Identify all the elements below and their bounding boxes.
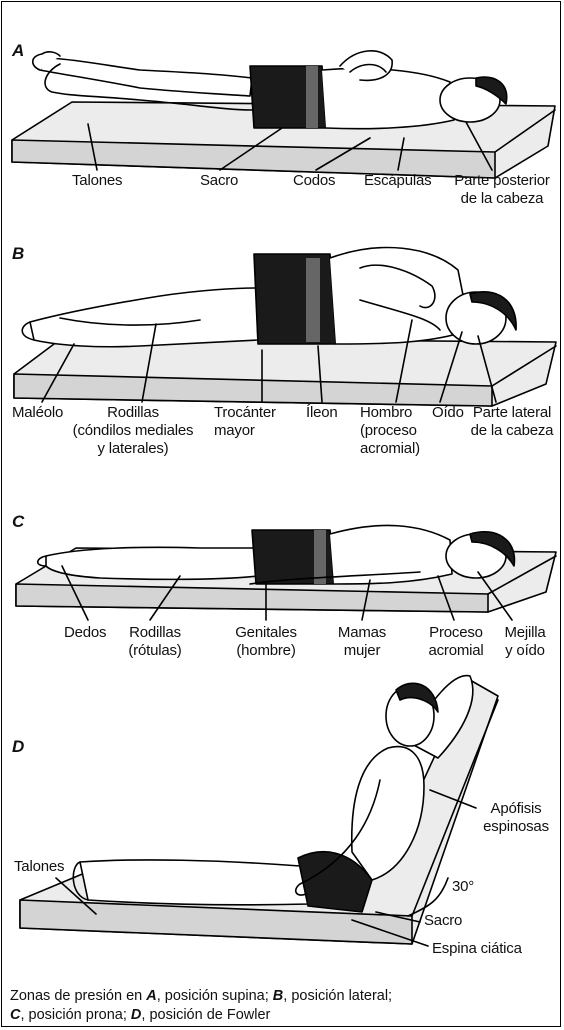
label-d-apofisis-1: Apófisis xyxy=(474,800,558,818)
figure-caption: Zonas de presión en A, posición supina; … xyxy=(10,987,550,1025)
panel-b-shorts xyxy=(254,254,336,344)
label-d-angle: 30° xyxy=(452,878,474,896)
panel-d-figure xyxy=(20,676,498,946)
label-c-rodillas-1: Rodillas xyxy=(120,624,190,642)
label-b-hombro-3: acromial) xyxy=(360,440,420,458)
label-b-rodillas-3: y laterales) xyxy=(60,440,206,458)
label-b-hombro-1: Hombro xyxy=(360,404,412,422)
panel-c-letter: C xyxy=(12,512,24,532)
label-d-talones: Talones xyxy=(14,858,64,876)
caption-letter-a: A xyxy=(146,988,156,1004)
label-a-escapulas: Escápulas xyxy=(364,172,431,190)
caption-text-2: , posición supina; xyxy=(157,988,273,1004)
caption-text-4: , posición prona; xyxy=(20,1007,130,1023)
label-b-rodillas-1: Rodillas xyxy=(60,404,206,422)
label-c-mejilla-1: Mejilla xyxy=(494,624,556,642)
label-c-proceso-2: acromial xyxy=(418,642,494,660)
panel-a-figure xyxy=(12,51,555,178)
label-a-codos: Codos xyxy=(293,172,335,190)
panel-b-figure xyxy=(14,248,556,406)
label-c-mamas-1: Mamas xyxy=(324,624,400,642)
caption-text-1: Zonas de presión en xyxy=(10,988,146,1004)
caption-text-5: , posición de Fowler xyxy=(141,1007,270,1023)
label-c-dedos: Dedos xyxy=(64,624,106,642)
label-d-apofisis-2: espinosas xyxy=(474,818,558,836)
label-b-trocanter-1: Trocánter xyxy=(214,404,276,422)
panel-a-letter: A xyxy=(12,41,24,61)
label-b-lateral-2: de la cabeza xyxy=(466,422,558,440)
label-a-talones: Talones xyxy=(72,172,122,190)
label-c-genitales-1: Genitales xyxy=(224,624,308,642)
label-c-mejilla-2: y oído xyxy=(494,642,556,660)
label-b-rodillas-2: (cóndilos mediales xyxy=(60,422,206,440)
label-c-mamas-2: mujer xyxy=(324,642,400,660)
label-b-maleolo: Maléolo xyxy=(12,404,63,422)
label-b-lateral-1: Parte lateral xyxy=(466,404,558,422)
label-d-espina: Espina ciática xyxy=(432,940,522,958)
label-c-genitales-2: (hombre) xyxy=(224,642,308,660)
label-c-rodillas-2: (rótulas) xyxy=(120,642,190,660)
label-b-ileon: Íleon xyxy=(306,404,338,422)
caption-letter-d: D xyxy=(131,1007,141,1023)
caption-text-3: , posición lateral; xyxy=(283,988,392,1004)
label-d-sacro: Sacro xyxy=(424,912,462,930)
label-a-sacro: Sacro xyxy=(200,172,238,190)
label-c-proceso-1: Proceso xyxy=(418,624,494,642)
label-b-trocanter-2: mayor xyxy=(214,422,255,440)
panel-c-figure xyxy=(16,525,556,620)
caption-letter-b: B xyxy=(273,988,283,1004)
label-b-hombro-2: (proceso xyxy=(360,422,417,440)
label-b-oido: Oído xyxy=(432,404,464,422)
panel-d-letter: D xyxy=(12,737,24,757)
label-a-cabeza-2: de la cabeza xyxy=(446,190,558,208)
label-a-cabeza-1: Parte posterior xyxy=(446,172,558,190)
panel-b-letter: B xyxy=(12,244,24,264)
caption-letter-c: C xyxy=(10,1007,20,1023)
